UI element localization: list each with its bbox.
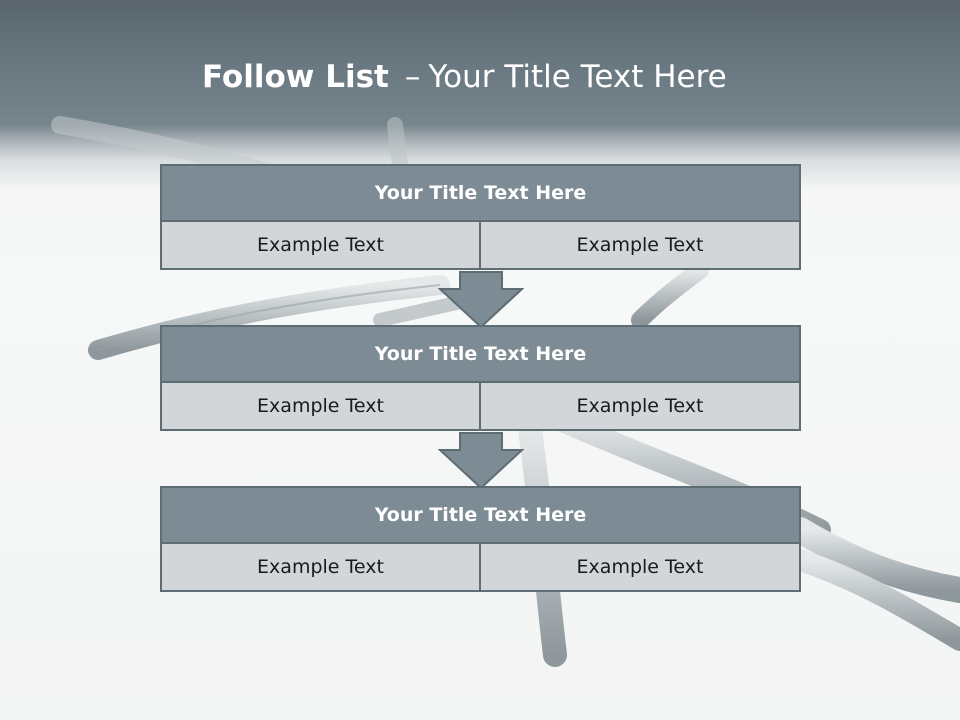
title-subtitle: Your Title Text Here bbox=[428, 59, 727, 95]
down-arrow-icon bbox=[438, 271, 524, 329]
step-title: Your Title Text Here bbox=[160, 325, 801, 383]
slide-title: Follow List–Your Title Text Here bbox=[202, 55, 727, 99]
step-title: Your Title Text Here bbox=[160, 164, 801, 222]
step-cell-left: Example Text bbox=[160, 220, 481, 270]
header-band bbox=[0, 0, 960, 190]
step-title: Your Title Text Here bbox=[160, 486, 801, 544]
step-cell-left: Example Text bbox=[160, 381, 481, 431]
step-cell-left: Example Text bbox=[160, 542, 481, 592]
title-bold: Follow List bbox=[202, 59, 389, 95]
title-dash: – bbox=[404, 59, 421, 95]
step-box-3: Your Title Text Here Example Text Exampl… bbox=[160, 486, 801, 592]
step-cell-right: Example Text bbox=[479, 542, 801, 592]
step-box-2: Your Title Text Here Example Text Exampl… bbox=[160, 325, 801, 433]
step-cell-right: Example Text bbox=[479, 381, 801, 431]
down-arrow-icon bbox=[438, 432, 524, 490]
step-box-1: Your Title Text Here Example Text Exampl… bbox=[160, 164, 801, 272]
step-cell-right: Example Text bbox=[479, 220, 801, 270]
